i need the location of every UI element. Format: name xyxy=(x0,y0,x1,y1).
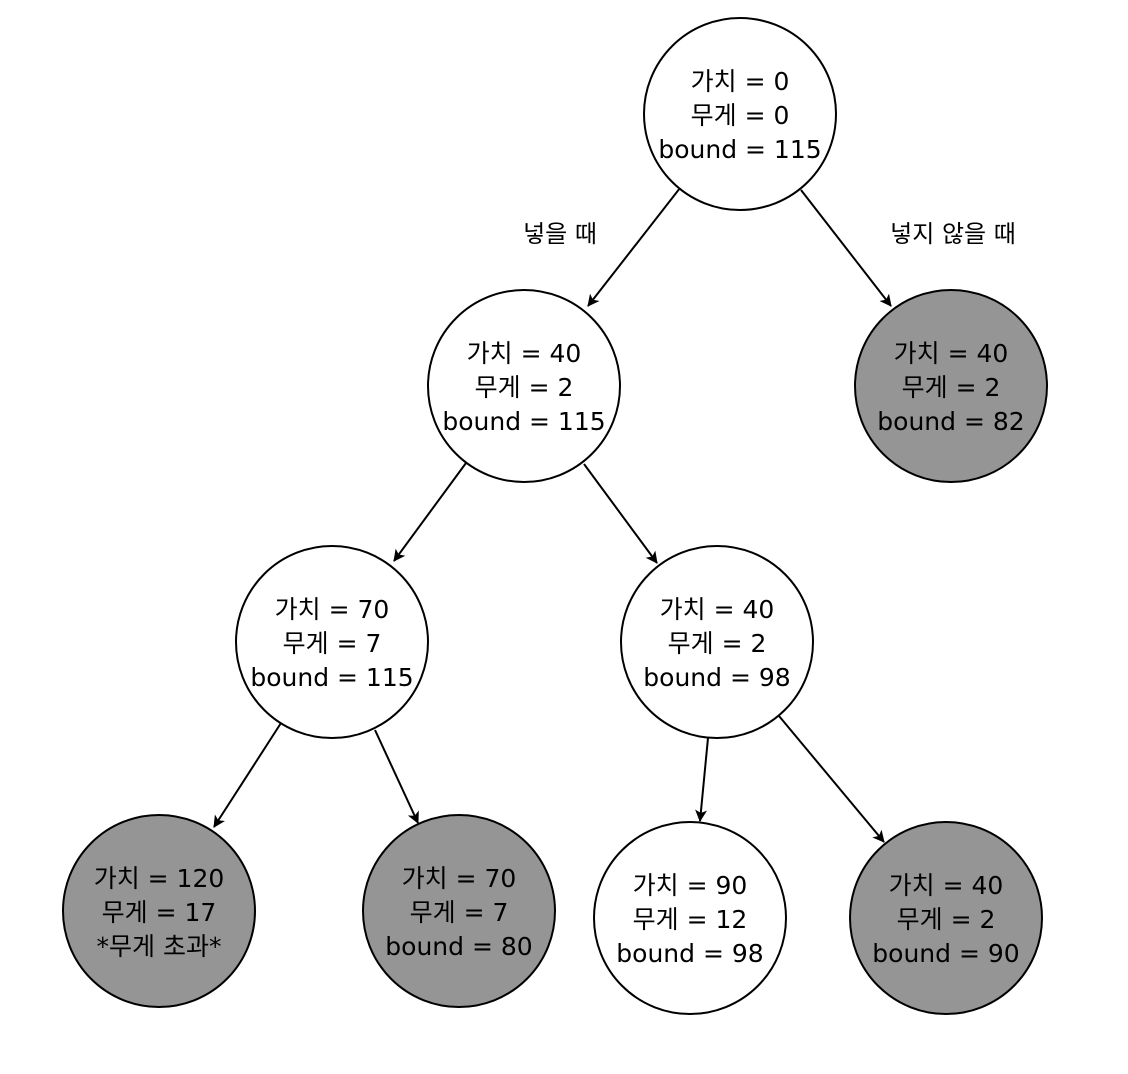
node-value-label: 가치 = 90 xyxy=(633,871,748,900)
tree-node-l3-c: 가치 = 90 무게 = 12 bound = 98 xyxy=(593,821,787,1015)
edge-l1-include-to-l2-include xyxy=(393,462,467,562)
node-circle xyxy=(427,289,621,483)
node-overweight-label: *무게 초과* xyxy=(97,932,222,961)
node-weight-label: 무게 = 2 xyxy=(668,629,767,658)
node-value-label: 가치 = 40 xyxy=(894,339,1009,368)
edge-l2-exclude-to-l3-c xyxy=(695,737,709,822)
tree-node-l2-include: 가치 = 70 무게 = 7 bound = 115 xyxy=(235,545,429,739)
tree-node-l1-exclude: 가치 = 40 무게 = 2 bound = 82 xyxy=(854,289,1048,483)
node-weight-label: 무게 = 12 xyxy=(633,905,748,934)
node-bound-label: bound = 98 xyxy=(643,663,790,692)
node-value-label: 가치 = 40 xyxy=(889,871,1004,900)
node-value-label: 가치 = 0 xyxy=(691,67,790,96)
node-bound-label: bound = 90 xyxy=(872,939,1019,968)
node-circle xyxy=(854,289,1048,483)
node-weight-label: 무게 = 0 xyxy=(691,101,790,130)
node-value-label: 가치 = 40 xyxy=(660,595,775,624)
node-circle xyxy=(62,814,256,1008)
node-bound-label: bound = 80 xyxy=(385,932,532,961)
node-weight-label: 무게 = 2 xyxy=(897,905,996,934)
node-value-label: 가치 = 40 xyxy=(467,339,582,368)
tree-node-l1-include: 가치 = 40 무게 = 2 bound = 115 xyxy=(427,289,621,483)
node-bound-label: bound = 82 xyxy=(877,407,1024,436)
tree-node-l3-a: 가치 = 120 무게 = 17 *무게 초과* xyxy=(62,814,256,1008)
node-value-label: 가치 = 70 xyxy=(275,595,390,624)
node-weight-label: 무게 = 2 xyxy=(475,373,574,402)
node-circle xyxy=(593,821,787,1015)
tree-node-root: 가치 = 0 무게 = 0 bound = 115 xyxy=(643,17,837,211)
edge-l2-exclude-to-l3-d xyxy=(778,715,885,843)
edge-root-to-l1-exclude xyxy=(800,189,892,307)
edge-l2-include-to-l3-b xyxy=(374,729,419,824)
node-circle xyxy=(235,545,429,739)
edge-l1-include-to-l2-exclude xyxy=(583,463,658,564)
node-circle xyxy=(849,821,1043,1015)
node-bound-label: bound = 115 xyxy=(658,135,821,164)
node-value-label: 가치 = 120 xyxy=(94,864,225,893)
node-bound-label: bound = 98 xyxy=(616,939,763,968)
edge-label-include: 넣을 때 xyxy=(523,220,597,248)
node-weight-label: 무게 = 7 xyxy=(283,629,382,658)
tree-node-l3-d: 가치 = 40 무게 = 2 bound = 90 xyxy=(849,821,1043,1015)
node-weight-label: 무게 = 7 xyxy=(410,898,509,927)
node-value-label: 가치 = 70 xyxy=(402,864,517,893)
tree-node-l3-b: 가치 = 70 무게 = 7 bound = 80 xyxy=(362,814,556,1008)
node-weight-label: 무게 = 17 xyxy=(102,898,217,927)
node-circle xyxy=(620,545,814,739)
edge-root-to-l1-include xyxy=(587,187,681,307)
tree-node-l2-exclude: 가치 = 40 무게 = 2 bound = 98 xyxy=(620,545,814,739)
node-circle xyxy=(362,814,556,1008)
edge-label-exclude: 넣지 않을 때 xyxy=(890,220,1016,248)
node-circle xyxy=(643,17,837,211)
edges xyxy=(213,187,892,843)
edge-l2-include-to-l3-a xyxy=(213,722,282,828)
node-bound-label: bound = 115 xyxy=(250,663,413,692)
node-weight-label: 무게 = 2 xyxy=(902,373,1001,402)
node-bound-label: bound = 115 xyxy=(442,407,605,436)
